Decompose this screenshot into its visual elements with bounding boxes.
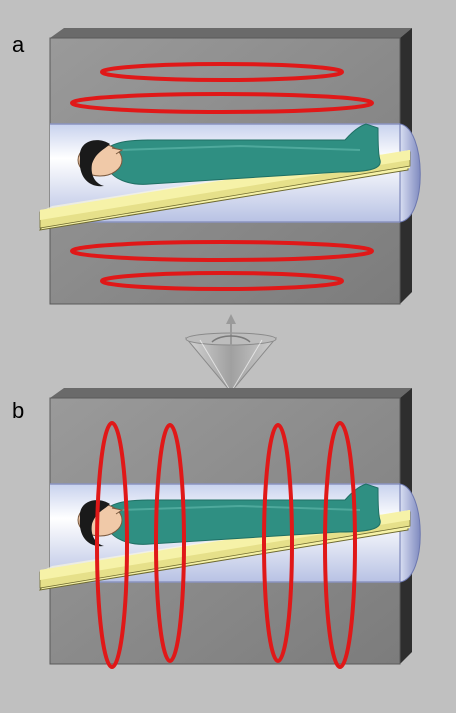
panel-b: b: [12, 388, 420, 669]
coil-loop: [323, 421, 357, 669]
rotation-cone-icon: [184, 314, 278, 393]
panel-a-label: a: [12, 32, 25, 57]
coil-loops-b: [95, 421, 357, 669]
coil-loop: [100, 271, 344, 291]
coil-loop: [154, 423, 186, 663]
mri-scanner-a: [40, 28, 420, 304]
coil-loop: [95, 421, 129, 669]
panel-b-label: b: [12, 398, 24, 423]
panel-a: a: [12, 28, 420, 304]
coil-loops-bottom-a: [70, 240, 374, 291]
coil-loop: [262, 423, 294, 663]
coil-loop: [70, 240, 374, 262]
